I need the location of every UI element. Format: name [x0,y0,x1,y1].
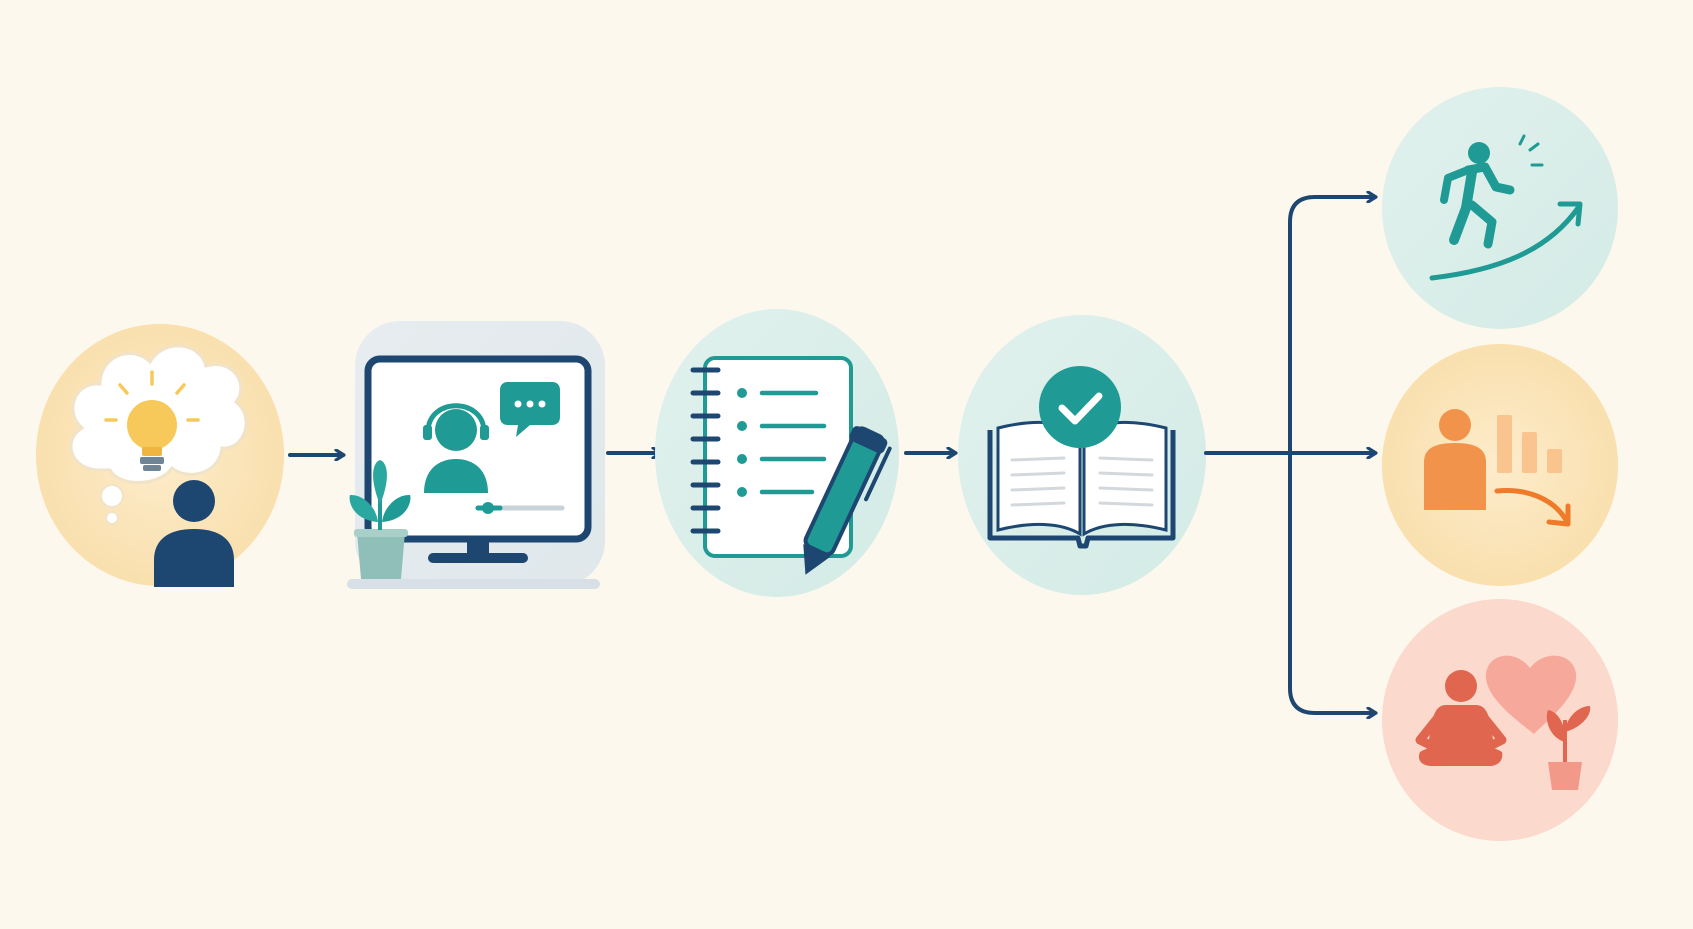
rising-arrow-icon [1429,134,1583,281]
sprout-plant-icon [1546,706,1591,790]
branch-arrow-bottom [1288,451,1375,713]
headset-user-icon [423,403,489,493]
step-notes [655,309,899,597]
branch-arrow-top [1288,197,1375,455]
person-icon [154,480,234,587]
progress-slider-icon [475,502,565,514]
walking-person-icon [1440,142,1515,249]
downward-trend-arrow-icon [1494,487,1571,527]
step-idea [36,324,284,587]
decreasing-bars-icon [1497,415,1562,473]
open-book-icon [987,420,1176,549]
lightbulb-icon [104,370,200,471]
outcome-progress [1382,87,1618,329]
branch-connector [1204,197,1375,713]
person-icon-orange [1424,409,1486,510]
outcome-reduction [1382,344,1618,586]
pen-icon [803,426,892,575]
outcome-wellbeing [1382,599,1618,841]
step-online-session [347,321,605,589]
checklist-icon [737,388,827,497]
meditating-person-icon [1415,670,1507,766]
chat-bubble-icon [500,382,560,437]
step-learning-verified-background [958,315,1206,595]
step-learning-verified [958,315,1206,595]
check-badge-icon [1039,366,1121,448]
potted-plant-icon [349,460,411,579]
outcome-progress-background [1382,87,1618,329]
